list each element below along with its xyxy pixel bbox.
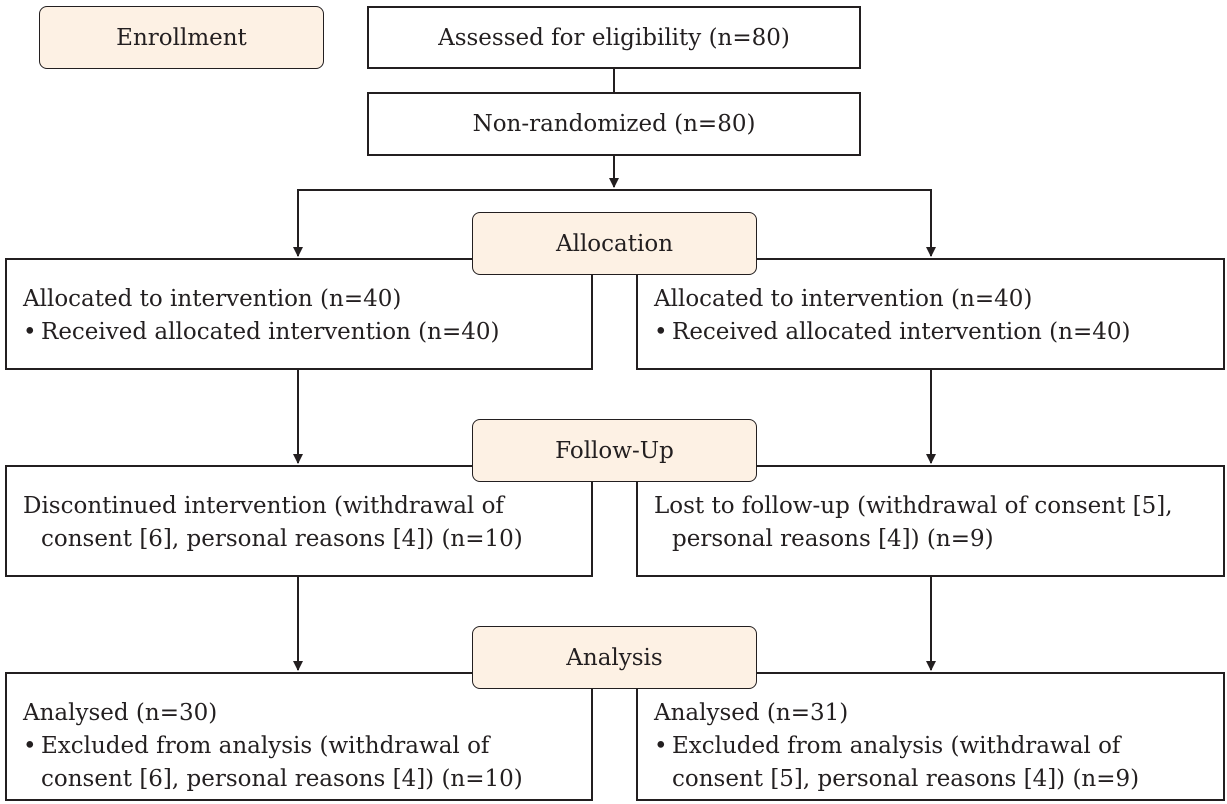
stage-enrollment: Enrollment: [39, 6, 324, 69]
left-followup-line1: Discontinued intervention (withdrawal of: [23, 493, 504, 519]
right-analysis-box: Analysed (n=31) Excluded from analysis (…: [636, 672, 1225, 801]
right-analysis-bullet-line2: consent [5], personal reasons [4]) (n=9): [672, 766, 1140, 792]
non-randomized-box: Non-randomized (n=80): [367, 92, 861, 156]
left-analysis-bullet-line1: Excluded from analysis (withdrawal of: [41, 730, 575, 763]
right-allocation-box: Allocated to intervention (n=40) Receive…: [636, 258, 1225, 370]
assessed-eligibility-box: Assessed for eligibility (n=80): [367, 6, 861, 69]
left-followup-box: Discontinued intervention (withdrawal of…: [5, 465, 593, 577]
connector-split-left: [293, 189, 614, 257]
left-allocation-title: Allocated to intervention (n=40): [23, 286, 402, 312]
right-followup-box: Lost to follow-up (withdrawal of consent…: [636, 465, 1225, 577]
left-followup-line2: consent [6], personal reasons [4]) (n=10…: [41, 526, 523, 552]
stage-allocation-label: Allocation: [555, 230, 674, 257]
right-followup-line1: Lost to follow-up (withdrawal of consent…: [654, 493, 1173, 519]
stage-analysis: Analysis: [472, 626, 757, 689]
left-allocation-box: Allocated to intervention (n=40) Receive…: [5, 258, 593, 370]
stage-analysis-label: Analysis: [566, 644, 663, 671]
left-analysis-title: Analysed (n=30): [23, 700, 218, 726]
stage-allocation: Allocation: [472, 212, 757, 275]
right-followup-line2: personal reasons [4]) (n=9): [672, 526, 994, 552]
right-analysis-bullet-line1: Excluded from analysis (withdrawal of: [672, 730, 1207, 763]
right-allocation-title: Allocated to intervention (n=40): [654, 286, 1033, 312]
right-analysis-title: Analysed (n=31): [654, 700, 849, 726]
assessed-eligibility-text: Assessed for eligibility (n=80): [438, 24, 790, 51]
right-allocation-bullet: Received allocated intervention (n=40): [672, 316, 1207, 349]
stage-follow-up-label: Follow-Up: [555, 437, 674, 464]
left-analysis-bullet-line2: consent [6], personal reasons [4]) (n=10…: [41, 766, 523, 792]
left-allocation-bullet: Received allocated intervention (n=40): [41, 316, 575, 349]
stage-follow-up: Follow-Up: [472, 419, 757, 482]
non-randomized-text: Non-randomized (n=80): [472, 111, 756, 137]
left-analysis-box: Analysed (n=30) Excluded from analysis (…: [5, 672, 593, 801]
stage-enrollment-label: Enrollment: [116, 24, 247, 51]
connector-split-right: [614, 189, 936, 257]
